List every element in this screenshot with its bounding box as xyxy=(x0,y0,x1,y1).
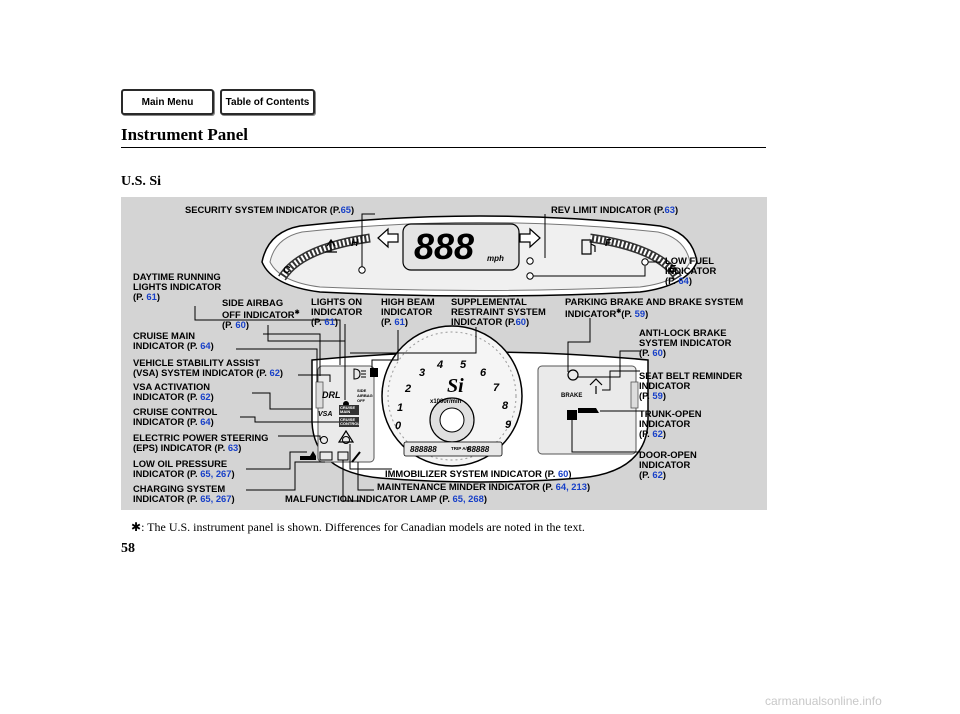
label-rev-limit: REV LIMIT INDICATOR (P.63) xyxy=(551,204,679,215)
label-vehicle-stability-assist: VEHICLE STABILITY ASSIST(VSA) SYSTEM IND… xyxy=(133,357,284,378)
fuel-empty-label: E xyxy=(669,264,676,275)
trunk-open-icon xyxy=(578,408,599,413)
trip-label: TRIP A/B xyxy=(451,446,471,451)
right-turn-arrow-icon xyxy=(519,227,541,249)
label-immobilizer: IMMOBILIZER SYSTEM INDICATOR (P. 60) xyxy=(385,468,572,479)
rpm-7: 7 xyxy=(493,382,500,394)
rpm-6: 6 xyxy=(480,367,487,379)
cruise-control-icon: CRUISE CONTROL xyxy=(339,417,360,427)
watermark: carmanualsonline.info xyxy=(765,694,882,708)
footnote: ✱: The U.S. instrument panel is shown. D… xyxy=(131,520,585,534)
page-title: Instrument Panel xyxy=(121,125,249,144)
label-electric-power-steering: ELECTRIC POWER STEERING(EPS) INDICATOR (… xyxy=(133,432,269,453)
temp-cold-label: C xyxy=(283,265,291,276)
rpm-0: 0 xyxy=(395,420,402,432)
cruise-main-icon: CRUISE MAIN xyxy=(339,405,359,415)
rpm-9: 9 xyxy=(505,419,512,431)
temp-hot-label: H xyxy=(351,238,359,249)
speed-display: 888 xyxy=(414,226,475,267)
main-menu-button[interactable]: Main Menu xyxy=(121,89,214,115)
abs-icon xyxy=(567,369,579,381)
speed-unit: mph xyxy=(487,254,504,263)
vsa-icon: VSA xyxy=(318,411,333,418)
brand-si: Si xyxy=(447,375,464,397)
drl-icon: DRL xyxy=(322,390,341,400)
table-of-contents-button[interactable]: Table of Contents xyxy=(220,89,315,115)
rpm-2: 2 xyxy=(405,383,412,395)
rpm-1: 1 xyxy=(397,402,404,414)
odometer: 888888 xyxy=(410,445,437,454)
door-open-icon xyxy=(567,410,577,420)
label-maintenance-minder: MAINTENANCE MINDER INDICATOR (P. 64, 213… xyxy=(377,481,591,492)
title-rule xyxy=(121,147,766,148)
label-malfunction-indicator: MALFUNCTION INDICATOR LAMP (P. 65, 268) xyxy=(285,493,487,504)
page-number: 58 xyxy=(121,541,135,556)
seat-belt-icon xyxy=(589,378,603,394)
side-airbag-off-icon: SIDE AIRBAG OFF xyxy=(357,388,373,403)
maintenance-wrench-icon xyxy=(351,451,361,463)
brake-icon: BRAKE xyxy=(561,393,583,399)
lower-cluster xyxy=(194,213,660,502)
rpm-multiplier: x1000r/min xyxy=(430,399,462,405)
trip-display: 88888 xyxy=(467,445,490,454)
left-turn-arrow-icon xyxy=(377,227,399,249)
footnote-marker: ✱ xyxy=(131,520,142,534)
section-heading: U.S. Si xyxy=(121,174,162,189)
label-security-system: SECURITY SYSTEM INDICATOR (P.65) xyxy=(185,204,355,215)
malfunction-icon xyxy=(337,451,349,461)
rpm-8: 8 xyxy=(502,400,509,412)
rpm-5: 5 xyxy=(460,359,467,371)
eps-warning-icon xyxy=(337,429,355,443)
upper-display xyxy=(261,215,698,297)
fuel-full-label: F xyxy=(605,238,612,249)
rpm-3: 3 xyxy=(419,367,426,379)
headlight-icon xyxy=(353,368,366,380)
immobilizer-icon xyxy=(342,436,350,444)
fuel-pump-icon xyxy=(581,239,596,255)
low-oil-icon xyxy=(300,451,316,460)
rpm-4: 4 xyxy=(437,359,444,371)
battery-icon xyxy=(319,451,333,461)
high-beam-icon xyxy=(370,368,378,377)
